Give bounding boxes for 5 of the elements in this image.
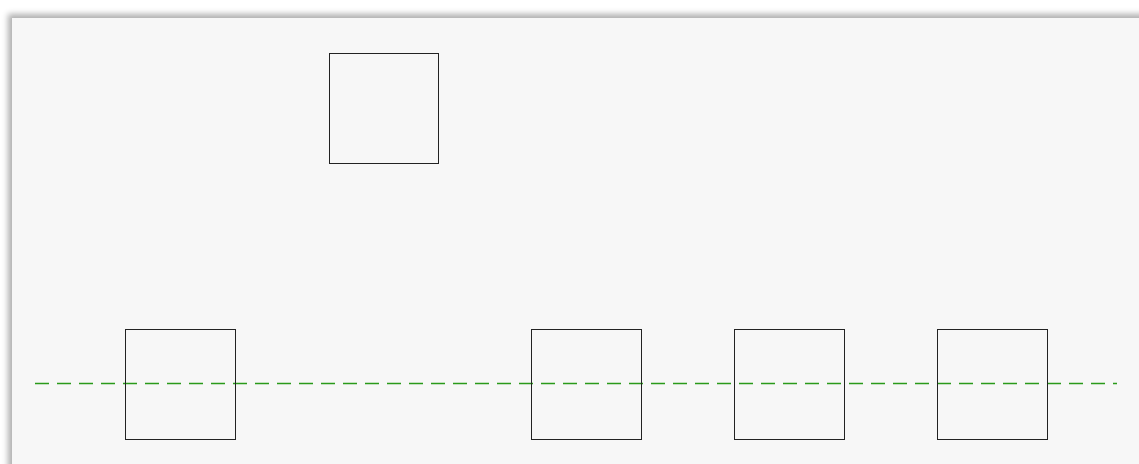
square-box <box>531 329 642 440</box>
square-box <box>734 329 845 440</box>
square-box <box>937 329 1048 440</box>
square-box <box>329 53 439 164</box>
square-box <box>125 329 236 440</box>
